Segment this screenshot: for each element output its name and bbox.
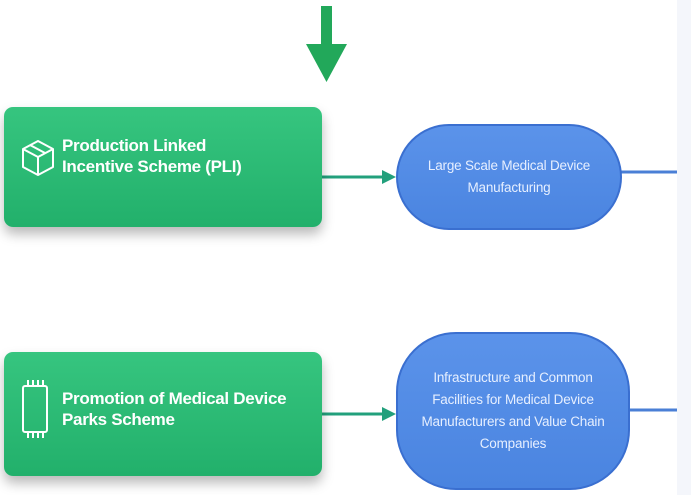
side-panel xyxy=(677,0,691,495)
scheme-box-parks: Promotion of Medical Device Parks Scheme xyxy=(4,352,322,476)
chip-icon xyxy=(18,378,52,445)
outcome-pill-infrastructure: Infrastructure and Common Facilities for… xyxy=(396,332,630,490)
connector-arrow-1 xyxy=(322,170,396,184)
down-arrow-icon xyxy=(306,6,347,82)
outcome-pill-manufacturing: Large Scale Medical Device Manufacturing xyxy=(396,124,622,230)
package-icon xyxy=(21,139,55,182)
connector-arrow-2 xyxy=(322,407,396,421)
outcome-label-infrastructure: Infrastructure and Common Facilities for… xyxy=(421,370,605,451)
scheme-box-pli: Production Linked Incentive Scheme (PLI) xyxy=(4,107,322,227)
scheme-label-pli: Production Linked Incentive Scheme (PLI) xyxy=(62,136,242,176)
scheme-label-parks: Promotion of Medical Device Parks Scheme xyxy=(62,389,287,429)
outcome-label-manufacturing: Large Scale Medical Device Manufacturing xyxy=(427,158,591,195)
